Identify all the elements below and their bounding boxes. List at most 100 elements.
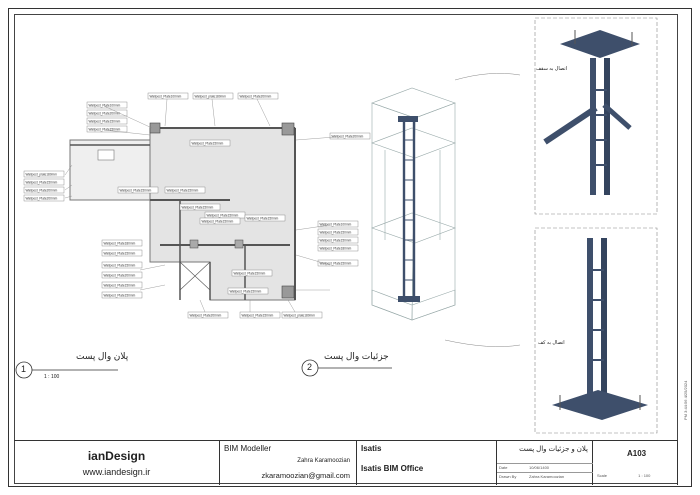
view-1-title: پلان وال پست — [76, 351, 129, 361]
plan-tag-label: Wallpost_Plate150mm — [104, 293, 136, 297]
detail-box-top — [534, 17, 658, 215]
date-value: 10/06/1400 — [529, 465, 550, 470]
plan-tag-box — [281, 311, 323, 319]
date-row: Date 10/06/1400 — [497, 463, 593, 472]
plan-tag-label: Wallpost_Plate200mm — [190, 313, 222, 317]
plan-tag-box — [101, 239, 143, 247]
plan-tag-box — [147, 92, 189, 100]
callout-bottom: اتصال به کف — [538, 340, 565, 346]
plan-tag-box — [237, 92, 279, 100]
view-2-number: 2 — [307, 362, 313, 372]
plan-tag-label: Wallpost_Plate100mm — [320, 222, 352, 226]
plan-tag-label: Wallpost_Plate100mm — [150, 94, 182, 98]
project-name: Isatis — [361, 444, 382, 453]
plan-tag-box — [101, 291, 143, 299]
plan-tag-label: Wallpost_Plate150mm — [242, 313, 274, 317]
plan-tag-label: Wallpost_Plate150mm — [104, 283, 136, 287]
isometric-post — [398, 116, 420, 302]
plan-tag-box — [199, 217, 241, 225]
plan-tag-box — [244, 214, 286, 222]
callout-leader-bottom — [444, 339, 521, 347]
plan-tag-label: Wallpost_plate180mm — [26, 172, 58, 176]
plan-tag-box — [317, 220, 359, 228]
plan-tag-label: Wallpost_Plate150mm — [234, 271, 266, 275]
plan-tag-label: Wallpost_Plate150mm — [182, 205, 214, 209]
plan-leaders — [64, 98, 336, 313]
plan-tag-box — [86, 117, 128, 125]
plan-tag-box — [317, 244, 359, 252]
plan-tag-box — [86, 109, 128, 117]
plan-tag-box — [317, 228, 359, 236]
plan-tag-label: Wallpost_plate180mm — [195, 94, 227, 98]
plan-tag-label: Wallpost_Plate180mm — [320, 246, 352, 250]
plan-tag-label: Wallpost_Plate150mm — [230, 289, 262, 293]
plan-tag-box — [101, 249, 143, 257]
plan-tag-label: Wallpost_plate180mm — [284, 313, 316, 317]
plan-tag-box — [101, 281, 143, 289]
drawing-frame — [14, 14, 678, 484]
plan-view — [69, 122, 296, 301]
drawn-label: Drawn By — [499, 474, 517, 479]
plan-tag-label: Wallpost_Plate150mm — [120, 188, 152, 192]
drawn-row: Drawn By Zahra Karamoozian — [497, 472, 593, 481]
brand-cell: ianDesign www.iandesign.ir — [14, 441, 220, 485]
callout-top: اتصال به سقف — [536, 66, 568, 72]
drawn-value: Zahra Karamoozian — [529, 474, 565, 479]
plan-tag-box — [239, 311, 281, 319]
sheet-title-cell: پلان و جزئیات وال پست Date 10/06/1400 Dr… — [497, 441, 593, 485]
plan-tag-box — [101, 261, 143, 269]
plan-tag-label: Wallpost_Plate150mm — [207, 213, 239, 217]
sheet-number-cell: A103 Scale 1 : 100 — [593, 441, 678, 485]
plan-tag-box — [23, 170, 65, 178]
plan-tag-label: Wallpost_Plate150mm — [89, 127, 121, 131]
plan-tag-label: Wallpost_Plate150mm — [320, 238, 352, 242]
plan-tag-box — [227, 287, 269, 295]
plan-tag-box — [187, 311, 229, 319]
sheet-border — [8, 8, 692, 487]
plan-tag-box — [189, 139, 231, 147]
plan-tag-label: Wallpost_Plate200mm — [240, 94, 272, 98]
plan-tag-label: Wallpost_Plate200mm — [332, 134, 364, 138]
callout-leader-top — [454, 73, 521, 81]
title-block: ianDesign www.iandesign.ir BIM Modeller … — [14, 440, 678, 485]
project-cell: Isatis Isatis BIM Office — [357, 441, 497, 485]
plan-tag-box — [317, 259, 359, 267]
person-name: Zahra Karamoozian — [297, 458, 350, 464]
scale-row: Scale 1 : 100 — [597, 473, 650, 478]
brand-website: www.iandesign.ir — [82, 467, 151, 477]
plan-tag-box — [101, 271, 143, 279]
person-email: zkaramoozian@gmail.com — [261, 471, 350, 480]
plan-tag-box — [23, 186, 65, 194]
person-cell: BIM Modeller Zahra Karamoozian zkaramooz… — [220, 441, 357, 485]
plan-tag-label: Wallpost_Plate200mm — [104, 273, 136, 277]
plan-tag-label: Wallpost_Plate150mm — [167, 188, 199, 192]
plan-tag-label: Wallpost_Plate150mm — [26, 180, 58, 184]
detail-box-bottom — [534, 227, 658, 434]
plan-tag-box — [192, 92, 234, 100]
plan-tag-label: Wallpost_Plate150mm — [320, 261, 352, 265]
plan-tag-label: Wallpost_Plate150mm — [320, 230, 352, 234]
brand-name: ianDesign — [87, 449, 146, 463]
sheet-title: پلان و جزئیات وال پست — [519, 446, 588, 453]
plan-tag-label: Wallpost_Plate150mm — [202, 219, 234, 223]
plan-tag-box — [23, 178, 65, 186]
date-label: Date — [499, 465, 508, 470]
role-label: BIM Modeller — [224, 444, 272, 453]
plan-tag-label: Wallpost_Plate150mm — [104, 263, 136, 267]
scale-value: 1 : 100 — [638, 473, 651, 478]
plan-tag-box — [86, 101, 128, 109]
view-1-number: 1 — [21, 364, 27, 374]
plan-tag-box — [164, 186, 206, 194]
plan-tag-label: Wallpost_Plate200mm — [26, 196, 58, 200]
plan-tag-box — [231, 269, 273, 277]
view-2-title: جزئیات وال پست — [324, 351, 389, 361]
plan-tag-label: Wallpost_Plate150mm — [192, 141, 224, 145]
plan-tag-box — [117, 186, 159, 194]
plan-tag-label: Wallpost_Plate150mm — [247, 216, 279, 220]
sheet-number: A103 — [627, 449, 647, 458]
plan-tag-label: Wallpost_Plate100mm — [89, 103, 121, 107]
scale-label: Scale — [597, 473, 608, 478]
plan-tag-label: Wallpost_Plate180mm — [104, 241, 136, 245]
